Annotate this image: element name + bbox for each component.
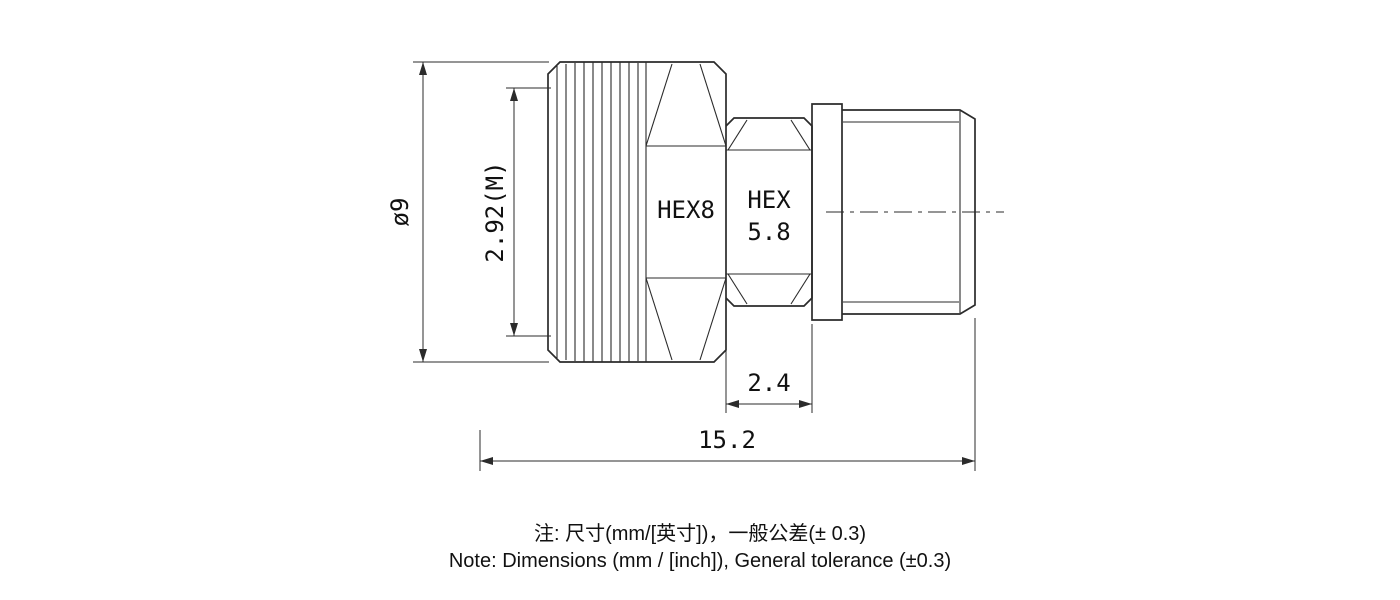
- outer-diameter-label: ø9: [386, 198, 414, 227]
- hex58-label-line2: 5.8: [747, 218, 790, 246]
- hex8-label: HEX8: [657, 196, 715, 224]
- connector-body: HEX8 HEX 5.8: [547, 61, 1004, 363]
- hex8-chamfer: [645, 63, 673, 147]
- hex58-chamfer: [727, 119, 748, 151]
- drawing-notes: 注: 尺寸(mm/[英寸])，一般公差(± 0.3) Note: Dimensi…: [0, 521, 1400, 575]
- hex8-chamfer: [699, 63, 727, 147]
- hex8-chamfer: [645, 277, 673, 361]
- interface-label: 2.92(M): [481, 161, 509, 262]
- note-line-en: Note: Dimensions (mm / [inch]), General …: [448, 550, 952, 572]
- total-length-label: 15.2: [698, 426, 756, 454]
- dimension-interface: 2.92(M): [481, 87, 551, 337]
- hex58-label-line1: HEX: [747, 186, 791, 214]
- hex58-section: HEX 5.8: [725, 117, 813, 307]
- dimension-total-length: 15.2: [479, 318, 976, 471]
- hex-length-label: 2.4: [747, 369, 790, 397]
- knurl-lines: [556, 62, 639, 362]
- hex58-chamfer: [790, 273, 811, 305]
- hex8-chamfer: [699, 277, 727, 361]
- hex8-face: HEX8: [645, 62, 727, 362]
- hex58-chamfer: [790, 119, 811, 151]
- dimension-hex-length: 2.4: [725, 312, 813, 413]
- dimension-outer-diameter: ø9: [386, 61, 549, 363]
- hex58-chamfer: [727, 273, 748, 305]
- shoulder-outline: [811, 103, 843, 321]
- note-line-zh: 注: 尺寸(mm/[英寸])，一般公差(± 0.3): [533, 523, 867, 545]
